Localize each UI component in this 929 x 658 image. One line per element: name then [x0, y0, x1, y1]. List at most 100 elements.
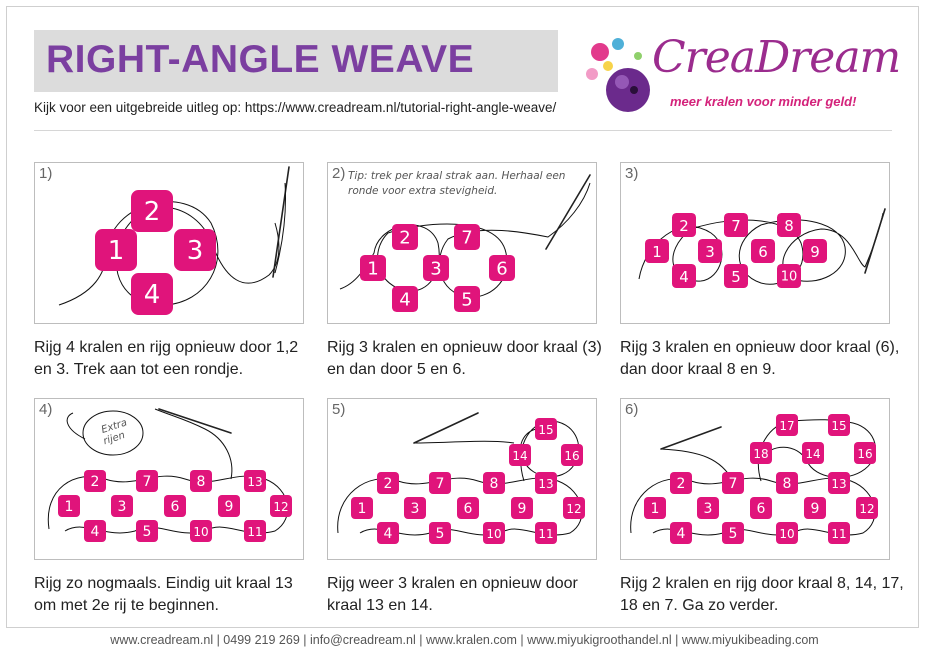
needle-icon — [864, 208, 886, 274]
bead-number: 2 — [677, 476, 686, 492]
bead-number: 7 — [461, 228, 472, 249]
bead-number: 13 — [247, 475, 262, 489]
bead: 6 — [457, 497, 479, 519]
step-6-caption: Rijg 2 kralen en rijg door kraal 8, 14, … — [620, 575, 904, 614]
step-number: 5) — [332, 401, 346, 418]
page-title: RIGHT-ANGLE WEAVE — [46, 38, 475, 81]
bead-number: 2 — [399, 228, 410, 249]
bead: 2 — [392, 224, 418, 250]
bead-number: 11 — [831, 527, 846, 541]
bead: 8 — [190, 470, 212, 492]
bead: 8 — [483, 472, 505, 494]
step-1-caption: Rijg 4 kralen en rijg opnieuw door 1,2 e… — [34, 339, 299, 378]
bead: 17 — [776, 414, 798, 436]
bead: 1 — [645, 239, 669, 263]
needle-icon — [272, 166, 290, 278]
bead-number: 3 — [705, 243, 715, 261]
bead: 11 — [535, 522, 557, 544]
bead: 5 — [136, 520, 158, 542]
bead-number: 5 — [436, 526, 445, 542]
bead: 6 — [750, 497, 772, 519]
bead-number: 13 — [831, 477, 846, 491]
bead: 3 — [697, 497, 719, 519]
bead: 18 — [750, 442, 772, 464]
bead-number: 11 — [538, 527, 553, 541]
bead-number: 10 — [486, 527, 501, 541]
title-banner: RIGHT-ANGLE WEAVE — [34, 30, 558, 92]
bead-number: 10 — [781, 270, 798, 285]
bead: 13 — [535, 472, 557, 494]
extra-rows-bubble — [82, 410, 144, 456]
step-number: 2) — [332, 165, 346, 182]
bead: 1 — [95, 229, 137, 271]
bead: 12 — [856, 497, 878, 519]
bead-number: 2 — [384, 476, 393, 492]
bead-number: 15 — [538, 423, 553, 437]
bead: 6 — [164, 495, 186, 517]
bead-number: 1 — [108, 236, 125, 266]
bead-number: 5 — [143, 524, 152, 540]
bead-number: 3 — [411, 501, 420, 517]
bead: 11 — [828, 522, 850, 544]
bead-number: 13 — [538, 477, 553, 491]
bead: 15 — [535, 418, 557, 440]
bead-number: 7 — [143, 474, 152, 490]
step-number: 6) — [625, 401, 639, 418]
needle-icon — [660, 426, 722, 450]
bead-number: 3 — [118, 499, 127, 515]
bead-number: 12 — [566, 502, 581, 516]
bead-number: 2 — [144, 197, 161, 227]
step-number: 3) — [625, 165, 639, 182]
bead-number: 1 — [651, 501, 660, 517]
step-2-caption: Rijg 3 kralen en opnieuw door kraal (3) … — [327, 339, 602, 378]
logo-tagline: meer kralen voor minder geld! — [670, 94, 857, 109]
bead: 7 — [724, 213, 748, 237]
bead: 1 — [360, 255, 386, 281]
bead: 6 — [489, 255, 515, 281]
bead: 3 — [111, 495, 133, 517]
bead-number: 3 — [187, 236, 204, 266]
bead-number: 5 — [731, 268, 741, 286]
bead: 7 — [429, 472, 451, 494]
bead-number: 4 — [144, 280, 161, 310]
bead: 4 — [377, 522, 399, 544]
bead-number: 4 — [399, 290, 410, 311]
bead-number: 8 — [490, 476, 499, 492]
thread-line — [154, 408, 233, 480]
bead: 2 — [131, 190, 173, 232]
needle-icon — [545, 174, 591, 250]
bead-number: 6 — [757, 501, 766, 517]
bead: 12 — [563, 497, 585, 519]
bead: 10 — [777, 264, 801, 288]
bead: 5 — [429, 522, 451, 544]
bead-number: 18 — [753, 447, 768, 461]
bead: 3 — [698, 239, 722, 263]
bead-number: 10 — [779, 527, 794, 541]
footer-contact: www.creadream.nl | 0499 219 269 | info@c… — [110, 633, 819, 647]
bead-number: 14 — [512, 449, 527, 463]
bead-number: 7 — [731, 217, 741, 235]
bead-number: 5 — [729, 526, 738, 542]
bead: 2 — [377, 472, 399, 494]
bead-number: 16 — [564, 449, 579, 463]
bead: 10 — [190, 520, 212, 542]
bead-number: 4 — [679, 268, 689, 286]
bead: 14 — [802, 442, 824, 464]
bead-number: 7 — [729, 476, 738, 492]
bead: 3 — [404, 497, 426, 519]
bead-number: 7 — [436, 476, 445, 492]
bead-number: 12 — [859, 502, 874, 516]
step-tip: Tip: trek per kraal strak aan. Herhaal e… — [348, 170, 566, 197]
bead-number: 5 — [461, 290, 472, 311]
bead-number: 2 — [91, 474, 100, 490]
bead: 4 — [670, 522, 692, 544]
step-number: 4) — [39, 401, 53, 418]
